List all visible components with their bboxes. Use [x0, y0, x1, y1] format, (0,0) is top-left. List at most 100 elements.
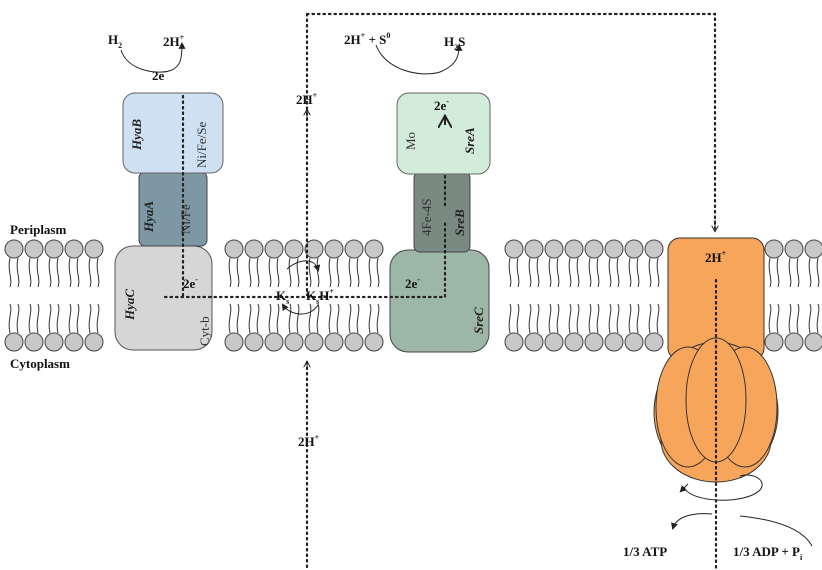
lipid-tail	[276, 303, 280, 334]
lipid-tail	[776, 303, 780, 334]
lipid-tail	[236, 303, 240, 334]
lipid-tail	[588, 257, 592, 288]
lipid-tail	[608, 257, 612, 288]
lipid-tail	[568, 257, 572, 288]
lipid-tail	[56, 303, 60, 334]
lipid-head	[284, 239, 304, 259]
cytoplasm-label: Cytoplasm	[10, 356, 70, 371]
lipid-tail	[288, 303, 292, 334]
proton-out-label: 2H+	[296, 91, 318, 107]
lipid-tail	[808, 257, 812, 288]
lipid-tail	[308, 257, 312, 288]
lipid-head	[304, 239, 324, 259]
lipid-tail	[768, 257, 772, 288]
lipid-head	[244, 332, 264, 352]
lipid-head	[524, 332, 544, 352]
lipid-head	[364, 332, 384, 352]
lipid-tail	[336, 257, 340, 288]
lipid-head	[784, 332, 804, 352]
h2-label: H2	[108, 32, 122, 50]
lipid-tail	[16, 303, 20, 334]
lipid-tail	[248, 257, 252, 288]
lipid-tail	[36, 257, 40, 288]
lipid-head	[584, 239, 604, 259]
lipid-head	[24, 332, 44, 352]
lipid-tail	[796, 257, 800, 288]
sreB-label: SreB	[452, 209, 467, 236]
hya-proton-label: 2H+	[163, 33, 185, 49]
lipid-tail	[376, 257, 380, 288]
lipid-tail	[268, 303, 272, 334]
lipid-tail	[808, 303, 812, 334]
lipid-tail	[228, 303, 232, 334]
hyaA-label: HyaA	[141, 201, 156, 233]
lipid-tail	[648, 257, 652, 288]
quinone-kh-label: KsH+	[306, 287, 334, 306]
lipid-tail	[616, 257, 620, 288]
lipid-head	[544, 239, 564, 259]
lipid-head	[64, 332, 84, 352]
periplasm-label: Periplasm	[10, 222, 66, 237]
lipid-head	[44, 239, 64, 259]
lipid-head	[764, 239, 784, 259]
lipid-head	[624, 332, 644, 352]
quinone-cycle-arrow-bottom	[281, 303, 319, 315]
lipid-tail	[648, 303, 652, 334]
lipid-tail	[576, 257, 580, 288]
lipid-head	[344, 332, 364, 352]
lipid-tail	[296, 303, 300, 334]
hyaA-cofactor: Ni/Fe	[178, 204, 193, 234]
lipid-tail	[48, 303, 52, 334]
sreC-electrons-label: 2e-	[405, 275, 420, 291]
lipid-head	[584, 332, 604, 352]
lipid-tail	[96, 257, 100, 288]
lipid-tail	[816, 303, 820, 334]
lipid-head	[644, 239, 664, 259]
lipid-tail	[296, 257, 300, 288]
lipid-head	[764, 332, 784, 352]
adp-curve	[739, 515, 813, 547]
lipid-head	[804, 332, 822, 352]
lipid-tail	[276, 257, 280, 288]
lipid-head	[564, 332, 584, 352]
lipid-head	[324, 239, 344, 259]
lipid-tail	[256, 303, 260, 334]
lipid-tail	[308, 303, 312, 334]
lipid-tail	[528, 257, 532, 288]
adp-label: 1/3 ADP + Pi	[733, 544, 803, 562]
lipid-head	[264, 332, 284, 352]
lipid-tail	[88, 257, 92, 288]
lipid-head	[364, 239, 384, 259]
lipid-head	[244, 239, 264, 259]
lipid-tail	[608, 303, 612, 334]
lipid-head	[324, 332, 344, 352]
lipid-tail	[316, 257, 320, 288]
lipid-tail	[256, 257, 260, 288]
lipid-head	[284, 332, 304, 352]
hyaC-electrons-label: 2e-	[183, 275, 198, 291]
lipid-head	[804, 239, 822, 259]
lipid-tail	[788, 303, 792, 334]
lipid-tail	[576, 303, 580, 334]
lipid-head	[544, 332, 564, 352]
h2s-label: H2S	[444, 34, 465, 52]
lipid-tail	[628, 303, 632, 334]
s0-reduction-arrow	[375, 43, 463, 75]
lipid-tail	[96, 303, 100, 334]
lipid-tail	[68, 303, 72, 334]
lipid-tail	[376, 303, 380, 334]
lipid-tail	[248, 303, 252, 334]
quinone-k-label: Ks	[276, 288, 289, 306]
lipid-tail	[596, 257, 600, 288]
lipid-tail	[68, 257, 72, 288]
lipid-tail	[16, 257, 20, 288]
lipid-tail	[268, 257, 272, 288]
lipid-tail	[348, 257, 352, 288]
hyaB-protein	[122, 92, 224, 174]
hyaB-cofactor: Ni/Fe/Se	[194, 122, 209, 168]
lipid-tail	[48, 257, 52, 288]
lipid-tail	[76, 303, 80, 334]
h2-oxidation-arrow	[120, 41, 186, 73]
lipid-tail	[228, 257, 232, 288]
